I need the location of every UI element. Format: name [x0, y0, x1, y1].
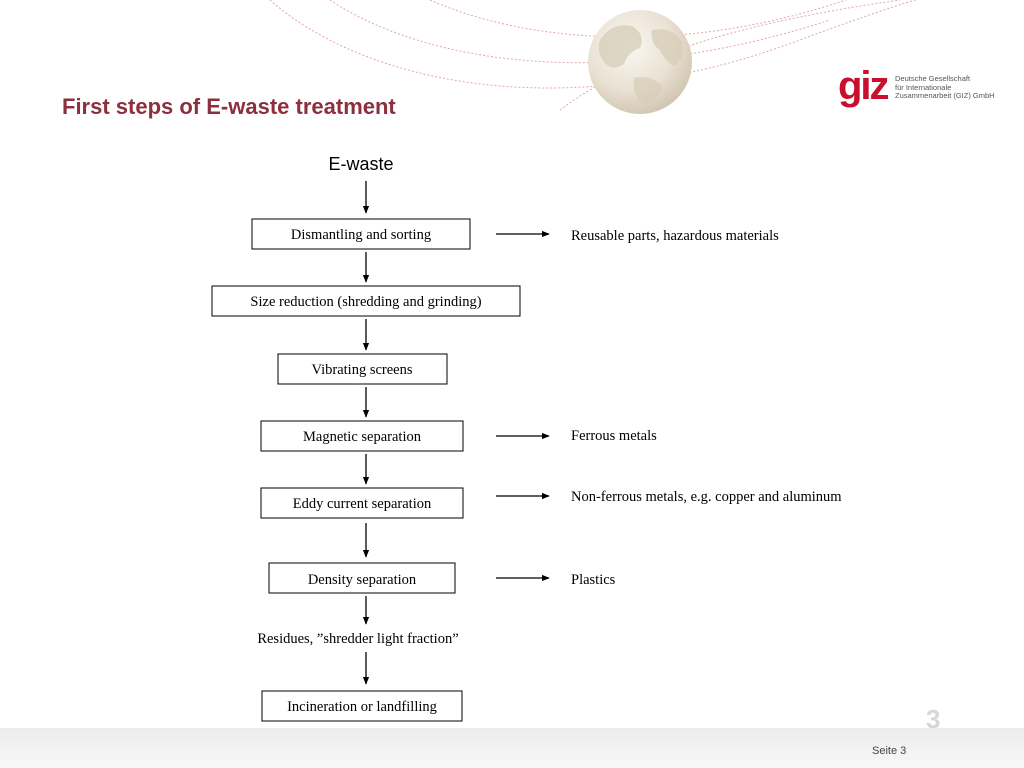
- output-label: Plastics: [571, 572, 616, 588]
- step-box-dismantling: [251, 218, 471, 250]
- page-mark: 3: [926, 704, 941, 734]
- giz-logo-line: für Internationale: [895, 82, 952, 92]
- output-label: Reusable parts, hazardous materials: [571, 228, 779, 244]
- residue-label: Residues, ”shredder light fraction”: [257, 631, 458, 647]
- step-box-eddy-current: [260, 487, 464, 519]
- step-box-incineration: [261, 690, 463, 722]
- giz-logo: giz Deutsche Gesellschaft für Internatio…: [838, 64, 1018, 110]
- globe-icon: [588, 10, 692, 114]
- step-box-magnetic-separation: [260, 420, 464, 452]
- giz-logo-line: Zusammenarbeit (GIZ) GmbH: [895, 91, 995, 101]
- step-box-size-reduction: [211, 285, 521, 317]
- step-box-density-separation: [268, 562, 456, 594]
- slide-title: First steps of E-waste treatment: [62, 94, 396, 119]
- page-number: Seite 3: [872, 745, 907, 757]
- final-step-label: Incineration or landfilling: [287, 699, 437, 715]
- step-label: Eddy current separation: [293, 496, 432, 512]
- step-label: Magnetic separation: [303, 429, 422, 445]
- step-box-vibrating-screens: [277, 353, 448, 385]
- step-label: Vibrating screens: [312, 362, 413, 378]
- step-label: Dismantling and sorting: [291, 227, 431, 243]
- dotted-arc-lines: [269, 0, 918, 111]
- step-label: Density separation: [308, 572, 417, 588]
- giz-logo-mark: giz: [838, 64, 890, 108]
- start-label-e-waste: E-waste: [328, 154, 393, 174]
- giz-logo-text: Deutsche Gesellschaft für Internationale…: [895, 74, 995, 101]
- output-label: Ferrous metals: [571, 428, 657, 444]
- footer-band: [0, 728, 1024, 768]
- step-label: Size reduction (shredding and grinding): [250, 294, 481, 310]
- giz-logo-line: Deutsche Gesellschaft: [895, 74, 971, 83]
- output-label: Non-ferrous metals, e.g. copper and alum…: [571, 489, 842, 505]
